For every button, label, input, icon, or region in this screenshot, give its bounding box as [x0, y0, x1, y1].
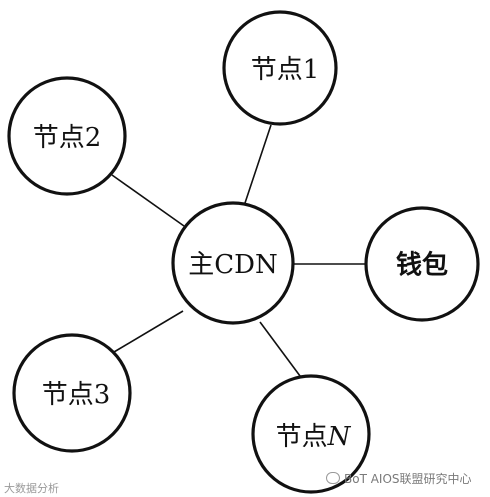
watermark-right-text: BoT AIOS联盟研究中心: [344, 472, 472, 486]
center-node-label: 主CDN: [188, 250, 278, 280]
node-1-suffix: 1: [303, 55, 320, 85]
watermark-left: 大数据分析: [4, 480, 59, 496]
svg-text:节点3: 节点3: [42, 380, 111, 410]
edge-center-node1: [244, 124, 272, 204]
watermark-left-text: 大数据分析: [4, 482, 59, 495]
node-3-prefix: 节点: [42, 380, 94, 410]
svg-text:节点1: 节点1: [251, 55, 320, 85]
node-1-prefix: 节点: [251, 55, 303, 85]
edge-center-node2: [111, 174, 185, 227]
node-2-suffix: 2: [85, 123, 102, 153]
node-n: 节点N: [251, 374, 371, 494]
svg-text:节点N: 节点N: [276, 422, 352, 452]
node-n-suffix: N: [327, 422, 352, 452]
watermark-right: BoT AIOS联盟研究中心: [326, 470, 472, 487]
node-3-suffix: 3: [94, 380, 111, 410]
node-2-prefix: 节点: [33, 123, 85, 153]
center-node: 主CDN: [171, 201, 295, 325]
wechat-icon: [326, 472, 340, 484]
edge-center-nodeN: [259, 321, 304, 381]
node-3: 节点3: [12, 333, 132, 453]
node-n-prefix: 节点: [276, 422, 328, 452]
wallet-node-label: 钱包: [396, 250, 448, 281]
svg-text:节点2: 节点2: [33, 123, 102, 153]
edge-center-node3: [113, 310, 184, 353]
wallet-node: 钱包: [364, 206, 480, 322]
node-2: 节点2: [7, 76, 127, 196]
node-1: 节点1: [222, 10, 338, 126]
